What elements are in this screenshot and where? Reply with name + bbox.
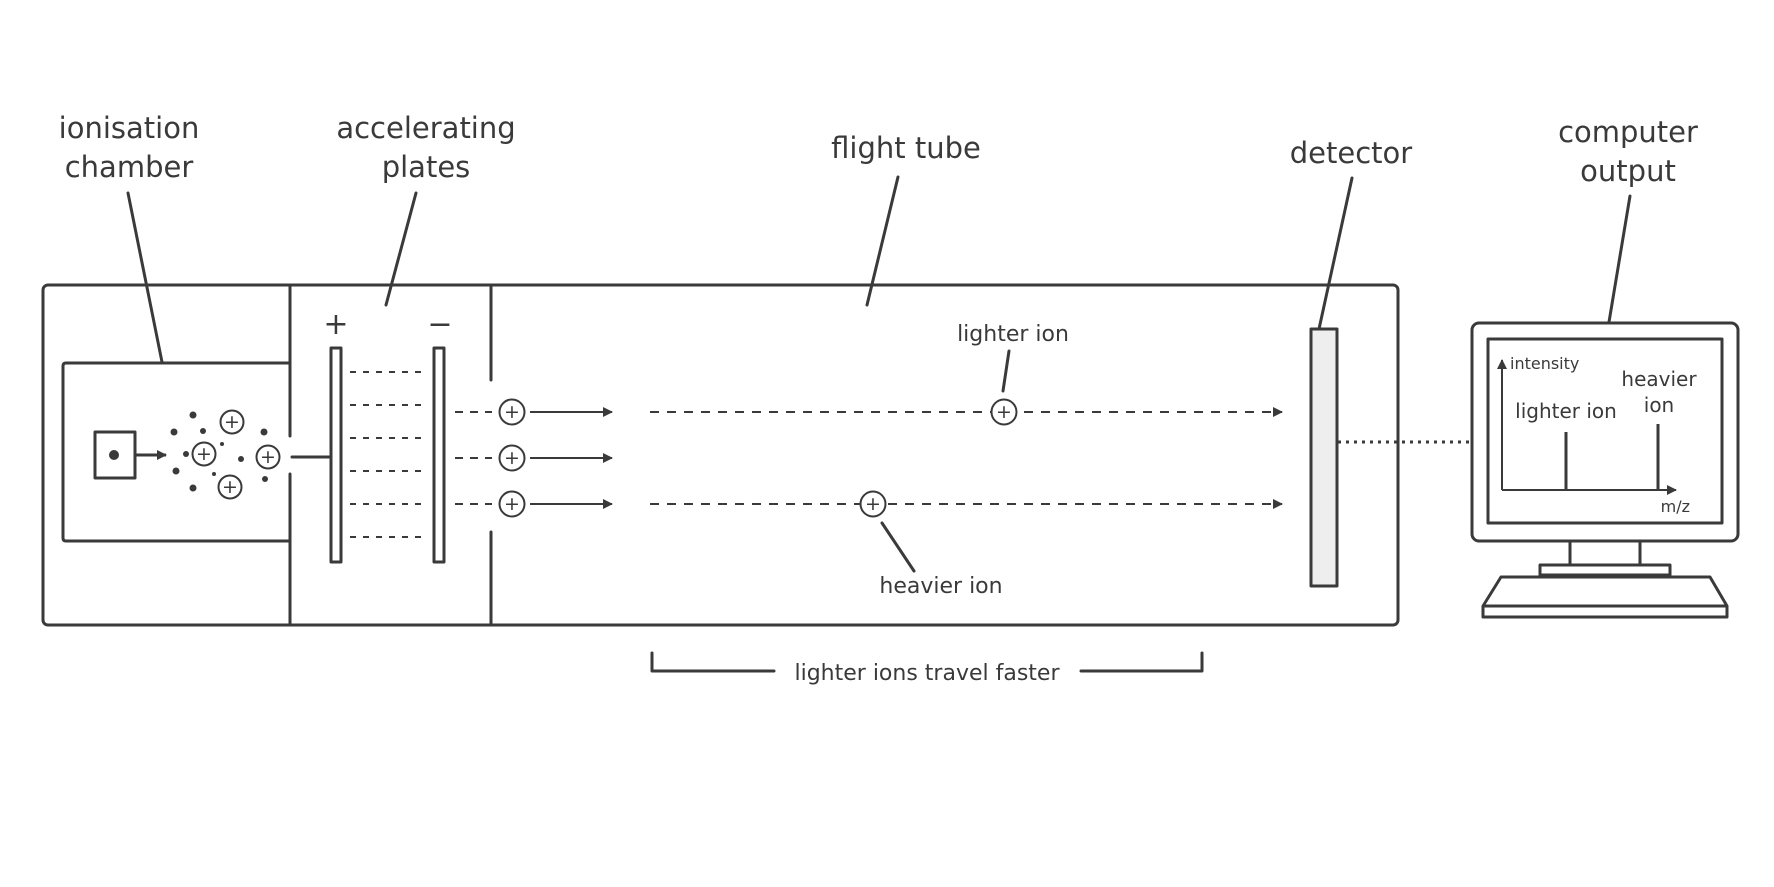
monitor-screen	[1486, 337, 1724, 525]
screen-heavier-ion-label-line2: ion	[1644, 393, 1674, 417]
field-lines	[350, 371, 426, 538]
travel-note: lighter ions travel faster	[794, 661, 1060, 686]
ion-sign: +	[504, 401, 520, 423]
spectrometer-housing	[41, 283, 1400, 627]
monitor-foot	[1538, 563, 1672, 577]
flight-tube-label: flight tube	[831, 131, 981, 165]
ionisation-particles	[109, 411, 268, 492]
negative-plate	[432, 346, 446, 564]
ion-sign: +	[996, 401, 1012, 423]
lighter-ion-leader	[1001, 349, 1011, 393]
lighter-ion-marker	[990, 398, 1018, 426]
heavier-ion-label: heavier ion	[879, 574, 1002, 599]
chamber-ion-3	[217, 474, 243, 500]
chamber-ion-1	[219, 409, 245, 435]
heavier-ion-marker	[859, 490, 887, 518]
ion-paths	[455, 407, 1283, 509]
ion-sign: +	[865, 493, 881, 515]
ion-charge-signs: + + + + + + + + +	[196, 401, 1012, 515]
ion-sign: +	[504, 447, 520, 469]
detector-leader	[1317, 176, 1354, 331]
ion-sign: +	[196, 443, 212, 465]
ionisation-chamber-box	[61, 361, 292, 543]
beam-ion-bottom	[498, 490, 526, 518]
ions	[191, 398, 1018, 518]
ionisation-chamber-label-line1: ionisation	[59, 111, 200, 145]
flight-tube-leader	[865, 175, 900, 307]
ion-sign: +	[222, 476, 238, 498]
heavier-ion-leader	[880, 521, 916, 573]
detector-plate	[1309, 327, 1339, 588]
chamber-ion-4	[255, 444, 281, 470]
keyboard	[1481, 575, 1729, 619]
component-labels: ionisation chamber accelerating plates f…	[59, 111, 1698, 686]
beam-ion-middle	[498, 444, 526, 472]
accelerating-plates-leader	[384, 191, 418, 307]
positive-plate-sign: +	[323, 307, 348, 342]
screen-x-axis-label: m/z	[1661, 497, 1690, 516]
negative-plate-sign: −	[427, 307, 452, 342]
computer-output-label-line2: output	[1580, 154, 1676, 188]
ionisation-chamber-label-line2: chamber	[65, 150, 194, 184]
accelerating-plates-label-line2: plates	[382, 150, 471, 184]
accelerating-plates-label-line1: accelerating	[336, 111, 515, 145]
computer-output-leader	[1607, 194, 1632, 324]
detector-label: detector	[1290, 136, 1413, 170]
lighter-ion-label: lighter ion	[957, 322, 1069, 347]
ionisation-chamber-leader	[126, 191, 164, 364]
ion-sign: +	[504, 493, 520, 515]
chamber-ion-2	[191, 441, 217, 467]
computer-output-label-line1: computer	[1558, 115, 1698, 149]
travel-bracket-right	[1079, 651, 1204, 673]
screen-lighter-ion-label: lighter ion	[1515, 399, 1617, 423]
monitor-neck	[1568, 539, 1642, 567]
screen-y-axis-label: intensity	[1510, 354, 1579, 373]
travel-bracket-left	[650, 651, 776, 673]
positive-plate	[329, 346, 343, 564]
ion-sign: +	[260, 446, 276, 468]
beam-ion-top	[498, 398, 526, 426]
screen-plot: intensity m/z lighter ion heavier ion	[1497, 354, 1697, 516]
screen-heavier-ion-label-line1: heavier	[1621, 367, 1697, 391]
ion-sign: +	[224, 411, 240, 433]
